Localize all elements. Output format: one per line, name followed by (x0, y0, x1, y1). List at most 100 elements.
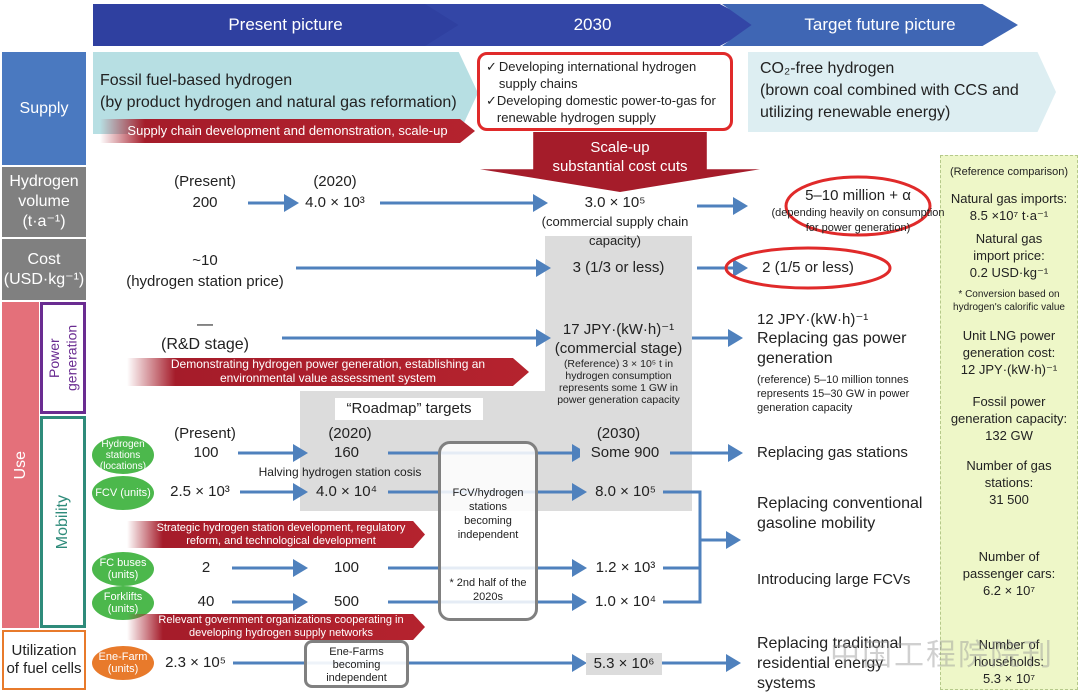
ref-lng: Unit LNG power generation cost: 12 JPY·(k… (940, 327, 1078, 378)
label-forklifts: Forklifts (units) (92, 586, 154, 620)
box-note: * 2nd half of the 2020s (449, 577, 527, 603)
highlight-ellipse (784, 175, 932, 237)
buses-2020: 100 (333, 559, 360, 576)
power-banner: Demonstrating hydrogen power generation,… (127, 358, 529, 386)
supply-future-line2: (brown coal combined with CCS and utiliz… (760, 82, 1019, 121)
power-future: 12 JPY·(kW·h)⁻¹ Replacing gas power gener… (757, 310, 937, 415)
supply-2030-box: ✓Developing international hydrogen suppl… (477, 52, 733, 131)
value: 12 JPY·(kW·h)⁻¹ (960, 362, 1058, 377)
bracket-line (663, 490, 702, 604)
fcv-present: 2.5 × 10³ (160, 483, 240, 500)
volume-future: 5–10 million + α(depending heavily on co… (730, 186, 986, 236)
fcv-2030: 8.0 × 10⁵ (588, 483, 663, 500)
cost-present: ~10 (hydrogen station price) (110, 250, 300, 292)
ref-fossil: Fossil power generation capacity:132 GW (940, 393, 1078, 444)
label: Fossil power generation capacity: (950, 394, 1068, 426)
phase-label: Present picture (228, 15, 343, 34)
scaleup-text: Scale-up (590, 139, 650, 156)
note: (reference) 5–10 million tonnes represen… (757, 374, 910, 414)
volume-2030: 3.0 × 10⁵ (commercial supply chain capaci… (520, 193, 710, 250)
power-present: —(R&D stage) (150, 315, 260, 355)
stations-present: 100 (193, 444, 219, 461)
mobility-2020-label: (2020) (328, 425, 372, 442)
forklifts-2020: 500 (333, 593, 360, 610)
banner-text: Relevant government organizations cooper… (158, 614, 404, 639)
label: Number of households: (973, 637, 1045, 669)
phase-present: Present picture (93, 4, 478, 46)
buses-present: 2 (201, 559, 211, 576)
label-fc-buses: FC buses (units) (92, 552, 154, 586)
ref-note: * Conversion based on hydrogen's calorif… (953, 289, 1065, 313)
cost-2030: 3 (1/3 or less) (572, 259, 665, 276)
future-text: Replacing gas power generation (757, 330, 907, 367)
category-fuel-cells: Utilization of fuel cells (2, 630, 86, 690)
ref-gas-stations: Number of gas stations:31 500 (940, 457, 1078, 508)
mobility-2030-label: (2030) (596, 425, 641, 442)
forklifts-present: 40 (197, 593, 215, 610)
ref-households: Number of households:5.3 × 10⁷ (940, 636, 1078, 687)
label: Unit LNG power generation cost: (962, 328, 1056, 360)
phase-label: 2030 (573, 15, 612, 34)
label-ene-farm: Ene-Farm (units) (92, 646, 154, 680)
supply-future-chevron (748, 52, 1056, 132)
note: (depending heavily on consumption for po… (771, 207, 945, 234)
value: ~10 (192, 252, 218, 269)
category-power: Power generation (40, 302, 86, 414)
stations-2030: Some 900 (580, 444, 670, 461)
enefarm-independence-box: Ene-Farms becoming independent (304, 640, 409, 688)
supply-2030-item: Developing domestic power-to-gas for ren… (496, 93, 716, 125)
label: Cost (USD·kg⁻¹) (3, 250, 85, 288)
phase-future: Target future picture (722, 4, 1018, 46)
forklifts-2030: 1.0 × 10⁴ (594, 593, 657, 610)
value: (R&D stage) (160, 336, 250, 353)
value: 3.0 × 10⁵ (584, 194, 646, 211)
ref-ng-price: Natural gas import price:0.2 USD·kg⁻¹ (940, 230, 1078, 281)
value: 6.2 × 10⁷ (982, 583, 1036, 598)
ref-ng-imports: Natural gas imports:8.5 ×10⁷ t·a⁻¹ (940, 190, 1078, 224)
category-mobility: Mobility (40, 416, 86, 628)
supply-2030-item: Developing international hydrogen supply… (498, 59, 697, 91)
phase-2030: 2030 (425, 4, 760, 46)
buses-2030: 1.2 × 10³ (595, 559, 656, 576)
stage: (commercial stage) (554, 340, 683, 357)
label: FC buses (units) (99, 556, 147, 581)
mobility-banner-1: Strategic hydrogen station development, … (127, 521, 425, 548)
value: 12 JPY·(kW·h)⁻¹ (757, 311, 869, 328)
enefarm-present: 2.3 × 10⁵ (158, 654, 233, 671)
value: 31 500 (989, 492, 1029, 507)
note: (hydrogen station price) (126, 273, 284, 290)
future-mobility: Replacing conventional gasoline mobility (757, 495, 923, 532)
future-stations: Replacing gas stations (757, 444, 908, 461)
future-residential: Replacing traditional residential energy… (757, 635, 902, 692)
box-text: Ene-Farms becoming independent (326, 646, 387, 684)
future-fcv: Introducing large FCVs (757, 571, 911, 588)
supply-present-text: Fossil fuel-based hydrogen (by product h… (100, 70, 457, 114)
power-2030: 17 JPY·(kW·h)⁻¹(commercial stage)(Refere… (545, 320, 692, 406)
label-fcv: FCV (units) (92, 476, 154, 510)
note: (commercial supply chain capacity) (541, 214, 689, 248)
ref-title: (Reference comparison) (950, 166, 1068, 178)
category-cost: Cost (USD·kg⁻¹) (2, 239, 86, 300)
label: FCV (units) (95, 486, 151, 499)
fcv-2020: 4.0 × 10⁴ (315, 483, 378, 500)
banner-text: Demonstrating hydrogen power generation,… (170, 357, 486, 385)
ref-cars: Number of passenger cars: 6.2 × 10⁷ (940, 548, 1078, 599)
label: Forklifts (units) (103, 590, 143, 615)
halving-note: Halving hydrogen station cosis (258, 465, 422, 479)
label: Number of passenger cars: (962, 549, 1056, 581)
value: 0.2 USD·kg⁻¹ (969, 265, 1049, 280)
value: 8.5 ×10⁷ t·a⁻¹ (969, 208, 1049, 223)
volume-present: (Present)200 (160, 171, 250, 213)
category-use: Use (2, 302, 39, 628)
costcuts-text: substantial cost cuts (552, 158, 688, 175)
supply-present-line2: (by product hydrogen and natural gas ref… (100, 94, 457, 111)
supply-future-line1: CO₂-free hydrogen (760, 60, 895, 77)
highlight-ellipse (724, 246, 892, 290)
label: Hydrogen stations (locations) (99, 438, 147, 472)
supply-banner: Supply chain development and demonstrati… (100, 119, 475, 143)
banner-text: Strategic hydrogen station development, … (156, 521, 406, 547)
mobility-present-label: (Present) (174, 425, 236, 442)
reference-panel (940, 155, 1078, 690)
label: (2020) (313, 173, 357, 190)
